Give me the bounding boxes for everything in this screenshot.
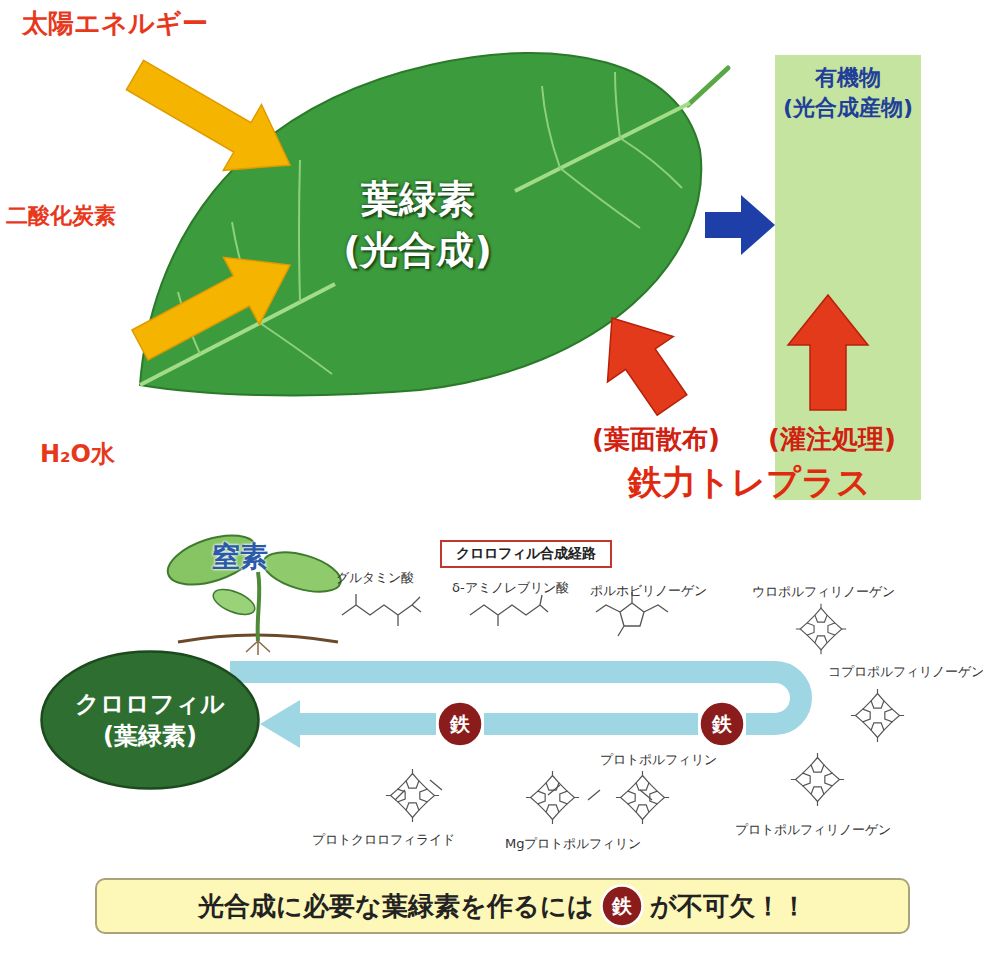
drawing-part: [140, 53, 701, 396]
ellipse-fill: [438, 702, 483, 747]
drawing-part: [258, 572, 260, 641]
drawing-part: [246, 641, 270, 655]
drawing-part: [126, 53, 728, 396]
diagram-label: (葉面散布): [592, 424, 720, 455]
molecule-sketch: [796, 604, 846, 654]
diagram-label: (灌注処理): [768, 424, 896, 455]
diagram-label: δ-アミノレブリン酸: [452, 580, 569, 596]
drawing-part: [470, 595, 548, 626]
node-text: 有機物 (光合成産物): [781, 63, 915, 123]
ellipse-fill: [602, 886, 643, 927]
node-text: 鉄: [712, 711, 732, 738]
diagram-label: プロトポルフィリノーゲン: [735, 822, 891, 838]
leaf-outline: [130, 40, 705, 410]
diagram-label: 鉄力トレプラス: [628, 462, 871, 503]
arrow-head: [741, 195, 775, 255]
diagram-label: プロトポルフィリン: [600, 752, 717, 768]
node-text: 葉緑素 (光合成): [330, 174, 505, 276]
diagram-label: グルタミン酸: [336, 570, 414, 586]
leaf-shape: 葉緑素 (光合成): [130, 40, 705, 410]
iron-circle: 鉄: [436, 700, 484, 748]
diagram-label: ウロポルフィリノーゲン: [752, 584, 895, 600]
diagram-label: 窒素: [212, 540, 268, 574]
pathway-title-box: クロロフィル合成経路: [440, 540, 612, 568]
node-text: 鉄: [612, 893, 632, 920]
diagram-label: コプロポルフィリノーゲン: [828, 664, 984, 680]
node-text: クロロフィル (葉緑素): [63, 688, 238, 752]
message-banner: 光合成に必要な葉緑素を作るには が不可欠！！ 鉄: [95, 878, 910, 934]
diagram-label: ポルホビリノーゲン: [590, 583, 707, 599]
cycle-arrow: [260, 700, 436, 748]
drawing-part: [596, 592, 668, 636]
cycle-connector: [484, 724, 698, 725]
output-arrow: [705, 195, 775, 255]
ellipse-outline: [40, 650, 260, 790]
drench-arrow: [788, 295, 868, 410]
arrow-head: [260, 700, 300, 748]
node-text: 光合成に必要な葉緑素を作るには: [198, 889, 594, 924]
chlorophyll-ellipse: クロロフィル (葉緑素): [40, 650, 260, 790]
molecule-sketch: [526, 771, 579, 824]
iron-circle: 鉄: [600, 884, 644, 928]
molecule-sketch: [851, 689, 904, 742]
iron-circle: 鉄: [698, 700, 746, 748]
ellipse-fill: [42, 652, 259, 789]
diagram-label: プロトクロロフィライド: [312, 832, 455, 848]
connector-line: [705, 212, 741, 238]
spray-arrow: [608, 318, 687, 415]
diagram-label: H₂O水: [40, 440, 115, 469]
drawing-part: [210, 584, 258, 619]
drawing-part: [688, 68, 728, 105]
node-text: 鉄: [450, 711, 470, 738]
drawing-part: [259, 545, 345, 600]
drawing-part: [342, 594, 421, 626]
sprout-illustration: [162, 526, 345, 655]
diagram-label: 太陽エネルギー: [22, 8, 208, 39]
node-text: クロロフィル合成経路: [456, 545, 596, 563]
node-text: が不可欠！！: [650, 889, 807, 924]
connector-line: [300, 713, 436, 735]
diagram-label: Mgプロトポルフィリン: [505, 836, 641, 852]
molecule-sketch: [386, 769, 439, 822]
diagram-label: 二酸化炭素: [6, 203, 116, 229]
drawing-part: [132, 257, 290, 360]
drawing-part: [126, 60, 290, 170]
connector-line: [484, 713, 698, 735]
molecule-sketches: [342, 592, 668, 800]
molecule-sketch: [791, 753, 844, 806]
ellipse-fill: [700, 702, 745, 747]
molecule-sketch: [616, 771, 669, 824]
